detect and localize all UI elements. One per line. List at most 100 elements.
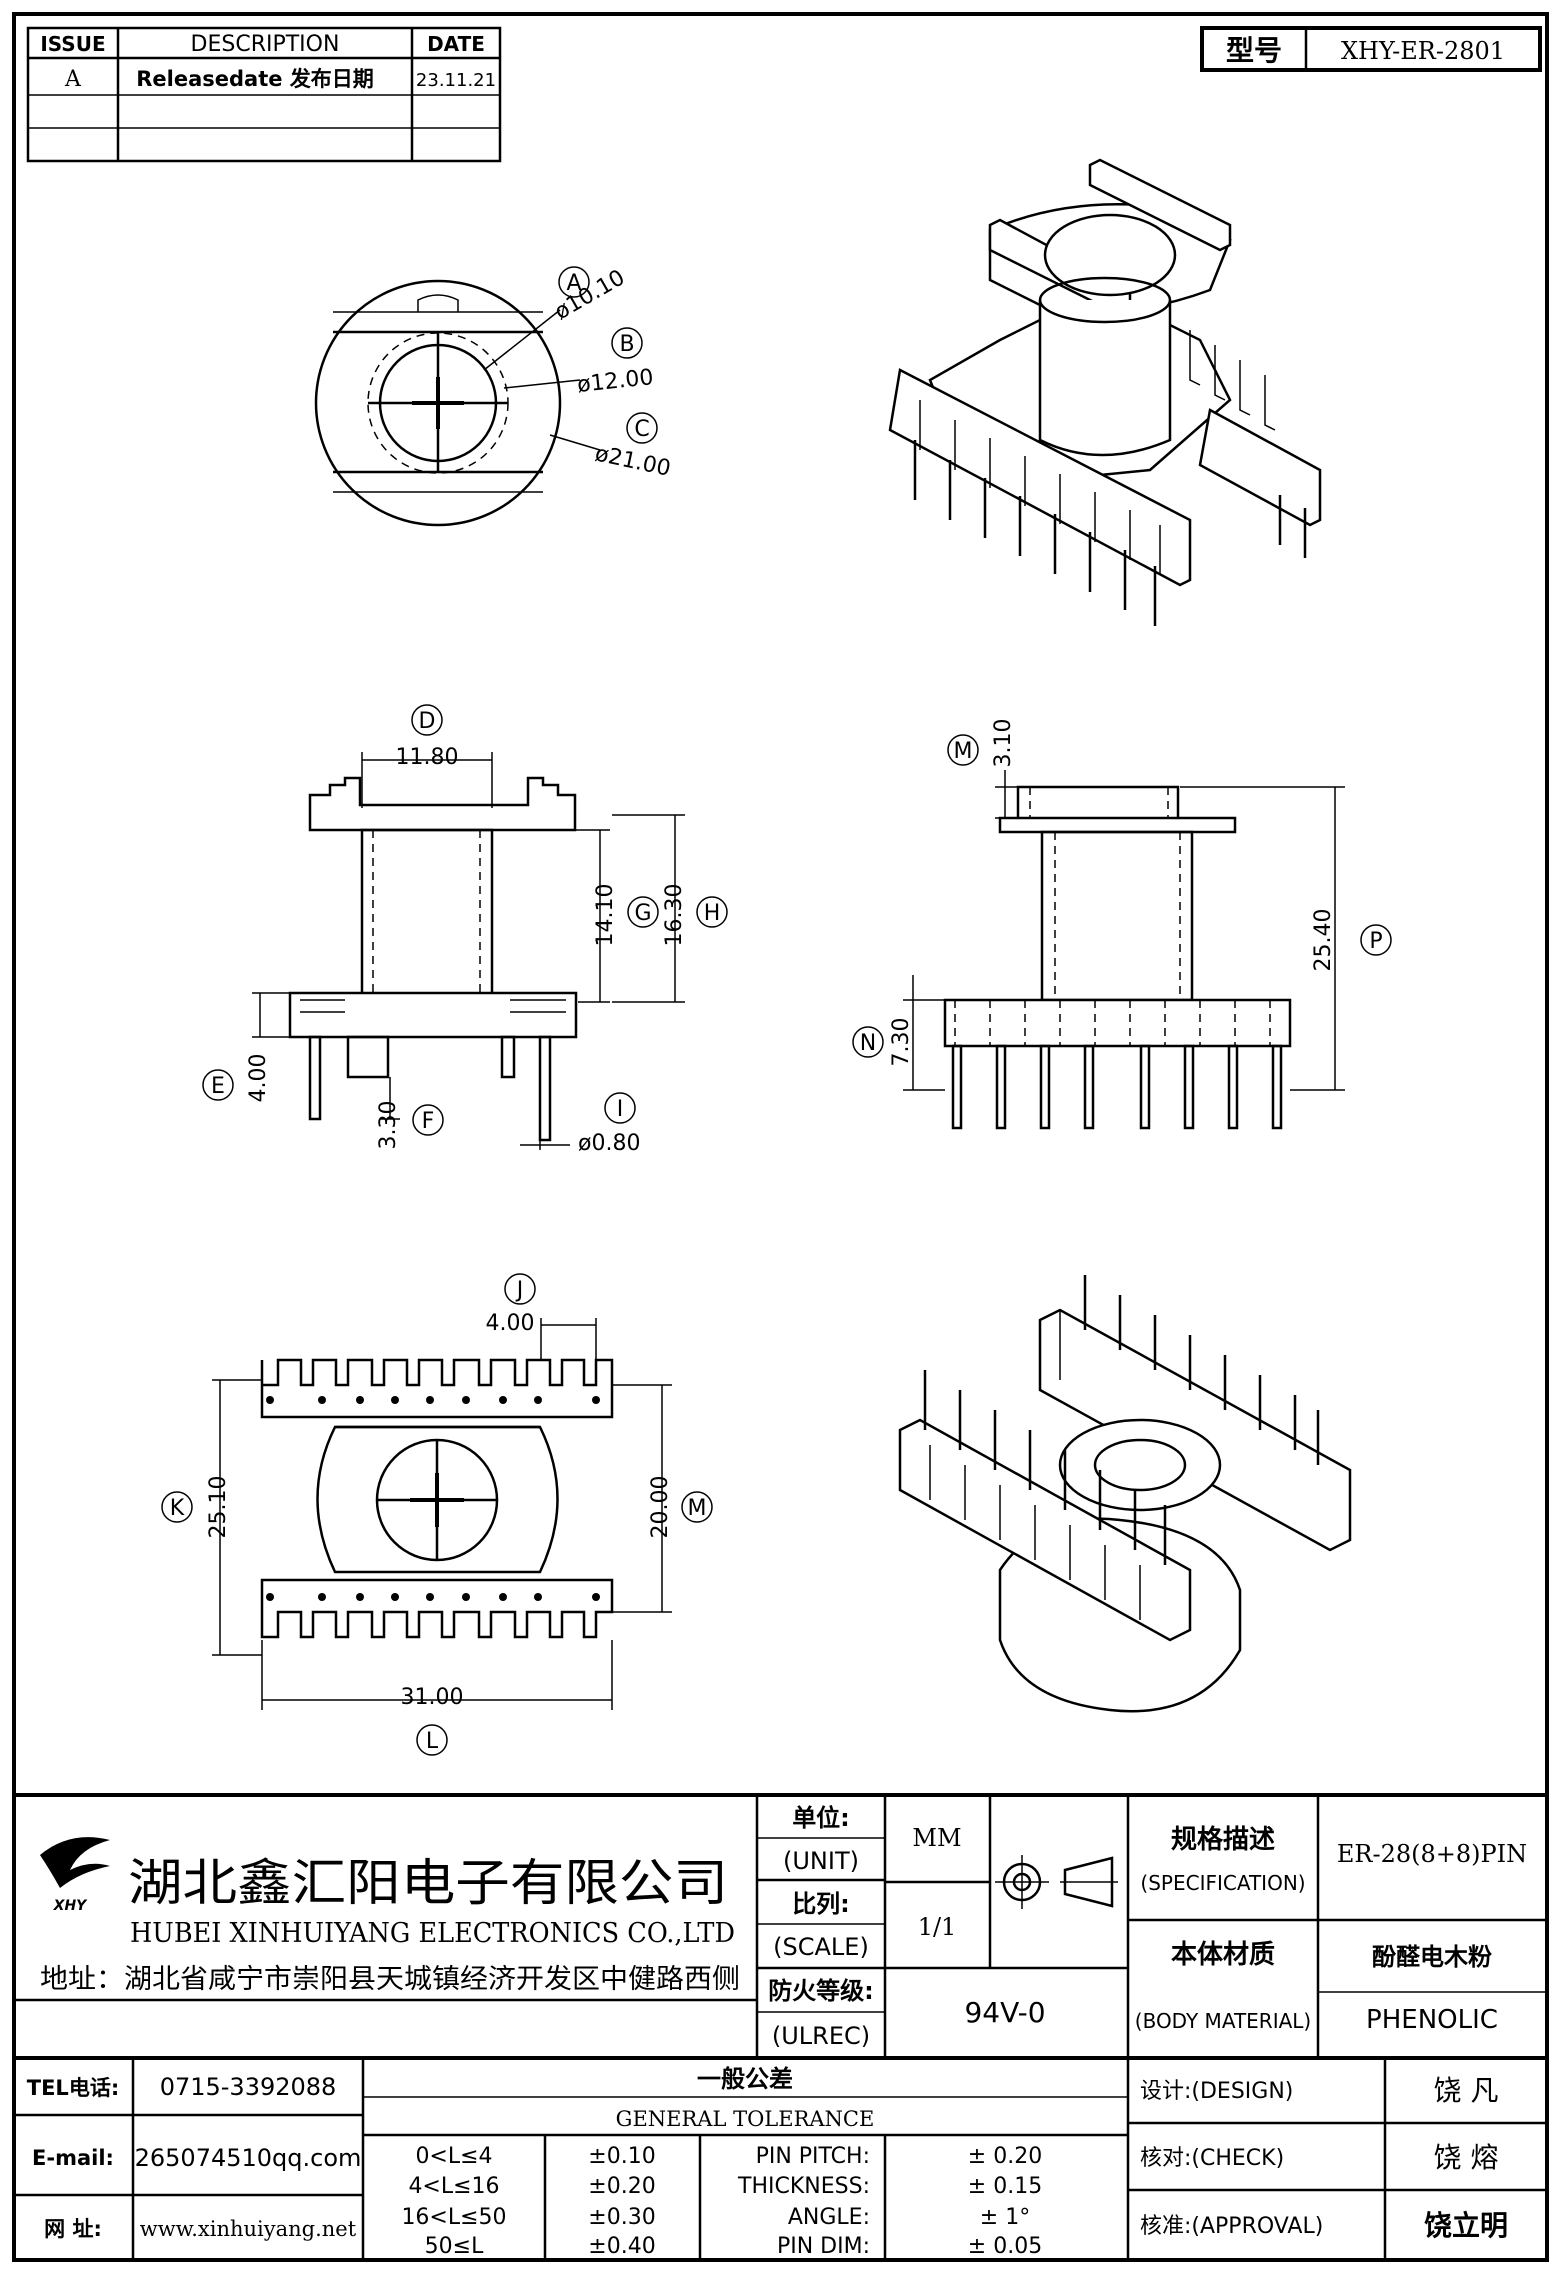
scale-value: 1/1 bbox=[918, 1913, 957, 1941]
tol-item-value-1: ± 0.20 bbox=[968, 2144, 1042, 2169]
svg-text:E: E bbox=[211, 1074, 225, 1099]
web-value: www.xinhuiyang.net bbox=[140, 2217, 357, 2241]
scale-label-cn: 比列: bbox=[792, 1890, 850, 1918]
top-view bbox=[314, 279, 601, 527]
tel-value: 0715-3392088 bbox=[160, 2073, 337, 2101]
scale-label-en: (SCALE) bbox=[773, 1933, 869, 1961]
material-label-en: (BODY MATERIAL) bbox=[1135, 2009, 1311, 2033]
dim-k-value: 25.10 bbox=[206, 1476, 231, 1539]
company-name-en: HUBEI XINHUIYANG ELECTRONICS CO.,LTD bbox=[130, 1918, 735, 1949]
callout-f: F bbox=[412, 1104, 444, 1136]
dim-b-value: ø12.00 bbox=[576, 365, 655, 398]
dim-m-value: 20.00 bbox=[648, 1476, 673, 1539]
dim-a-value: ø10.10 bbox=[551, 265, 630, 325]
design-label: 设计:(DESIGN) bbox=[1140, 2079, 1293, 2104]
company-address: 地址：湖北省咸宁市崇阳县天城镇经济开发区中健路西侧 bbox=[40, 1964, 740, 1995]
svg-text:D: D bbox=[419, 709, 436, 734]
tolerance-range-4: 50≤L bbox=[425, 2234, 484, 2259]
email-label: E-mail: bbox=[32, 2146, 114, 2170]
svg-text:M: M bbox=[688, 1496, 707, 1521]
dim-h-value: 16.30 bbox=[662, 884, 687, 947]
callout-i: I bbox=[604, 1092, 636, 1124]
callout-g: G bbox=[627, 896, 659, 928]
model-box: 型号 XHY-ER-2801 bbox=[1200, 26, 1542, 72]
tolerance-value-2: ±0.20 bbox=[588, 2174, 655, 2199]
callout-a: A bbox=[558, 266, 590, 298]
spec-label-cn: 规格描述 bbox=[1171, 1824, 1275, 1855]
callout-c: C bbox=[626, 412, 658, 444]
tel-label: TEL电话: bbox=[27, 2076, 119, 2100]
svg-text:M: M bbox=[954, 739, 973, 764]
material-value-en: PHENOLIC bbox=[1366, 2005, 1498, 2035]
callout-p: P bbox=[1360, 924, 1392, 956]
tol-item-value-2: ± 0.15 bbox=[968, 2174, 1042, 2199]
spec-label-en: (SPECIFICATION) bbox=[1140, 1871, 1305, 1895]
svg-text:H: H bbox=[704, 901, 721, 926]
dim-j-value: 4.00 bbox=[486, 1311, 535, 1336]
revision-header-date: DATE bbox=[427, 32, 485, 56]
unit-value: MM bbox=[912, 1824, 961, 1852]
svg-text:N: N bbox=[860, 1031, 876, 1056]
check-name: 饶 熔 bbox=[1434, 2141, 1499, 2174]
callout-k: K bbox=[161, 1491, 193, 1523]
dim-i-value: ø0.80 bbox=[578, 1131, 640, 1156]
dim-c-value: ø21.00 bbox=[593, 441, 673, 481]
svg-text:A: A bbox=[566, 271, 581, 296]
dim-p-value: 25.40 bbox=[1311, 909, 1336, 972]
tolerance-title-cn: 一般公差 bbox=[697, 2065, 793, 2093]
ulrec-label-en: (ULREC) bbox=[772, 2022, 870, 2050]
unit-label-cn: 单位: bbox=[792, 1804, 850, 1832]
design-name: 饶 凡 bbox=[1434, 2074, 1499, 2107]
bottom-view bbox=[212, 1318, 672, 1710]
callout-h: H bbox=[696, 896, 728, 928]
svg-text:K: K bbox=[170, 1496, 185, 1521]
tol-item-value-4: ± 0.05 bbox=[968, 2234, 1042, 2259]
tolerance-range-2: 4<L≤16 bbox=[408, 2174, 499, 2199]
isometric-view-bottom bbox=[898, 1275, 1352, 1713]
side-view bbox=[903, 770, 1345, 1130]
svg-text:P: P bbox=[1369, 929, 1382, 954]
callout-n: M bbox=[947, 734, 979, 766]
dim-f-value: 3.30 bbox=[376, 1101, 401, 1150]
web-label: 网 址: bbox=[44, 2217, 102, 2241]
isometric-view-top bbox=[888, 158, 1322, 626]
material-value-cn: 酚醛电木粉 bbox=[1372, 1943, 1492, 1971]
tolerance-title-en: GENERAL TOLERANCE bbox=[616, 2107, 875, 2131]
svg-text:B: B bbox=[619, 332, 634, 357]
callout-d: D bbox=[411, 704, 443, 736]
unit-label-en: (UNIT) bbox=[783, 1847, 859, 1875]
dim-e-value: 4.00 bbox=[246, 1054, 271, 1103]
tol-item-label-1: PIN PITCH: bbox=[756, 2144, 870, 2169]
tol-item-label-3: ANGLE: bbox=[788, 2205, 870, 2230]
revision-row-date: 23.11.21 bbox=[416, 70, 496, 91]
ulrec-label-cn: 防火等级: bbox=[768, 1977, 874, 2005]
approval-label: 核准:(APPROVAL) bbox=[1140, 2214, 1323, 2239]
projection-symbol bbox=[995, 1855, 1118, 1909]
model-value: XHY-ER-2801 bbox=[1341, 37, 1505, 65]
callout-m: M bbox=[681, 1491, 713, 1523]
tolerance-value-4: ±0.40 bbox=[588, 2234, 655, 2259]
email-value: 265074510qq.com bbox=[135, 2144, 362, 2172]
check-label: 核对:(CHECK) bbox=[1140, 2146, 1284, 2171]
callout-l: L bbox=[416, 1724, 448, 1756]
company-logo: XHY bbox=[40, 1837, 110, 1914]
svg-text:L: L bbox=[426, 1729, 439, 1754]
tol-item-label-2: THICKNESS: bbox=[737, 2174, 870, 2199]
tolerance-range-1: 0<L≤4 bbox=[415, 2144, 492, 2169]
material-label-cn: 本体材质 bbox=[1171, 1940, 1275, 1970]
tolerance-range-3: 16<L≤50 bbox=[401, 2205, 506, 2230]
svg-text:C: C bbox=[634, 417, 649, 442]
dim-l-value: 31.00 bbox=[401, 1685, 464, 1710]
dim-d-value: 11.80 bbox=[396, 745, 459, 770]
ulrec-value: 94V-0 bbox=[964, 1996, 1045, 2029]
svg-text:J: J bbox=[515, 1278, 524, 1303]
revision-header-issue: ISSUE bbox=[40, 32, 105, 56]
svg-text:F: F bbox=[422, 1109, 435, 1134]
svg-text:XHY: XHY bbox=[53, 1898, 89, 1914]
tol-item-label-4: PIN DIM: bbox=[777, 2234, 870, 2259]
revision-table: ISSUE DESCRIPTION DATE A Releasedate 发布日… bbox=[26, 26, 502, 163]
tol-item-value-3: ± 1° bbox=[980, 2205, 1030, 2230]
front-view bbox=[252, 752, 685, 1150]
svg-text:G: G bbox=[634, 901, 651, 926]
